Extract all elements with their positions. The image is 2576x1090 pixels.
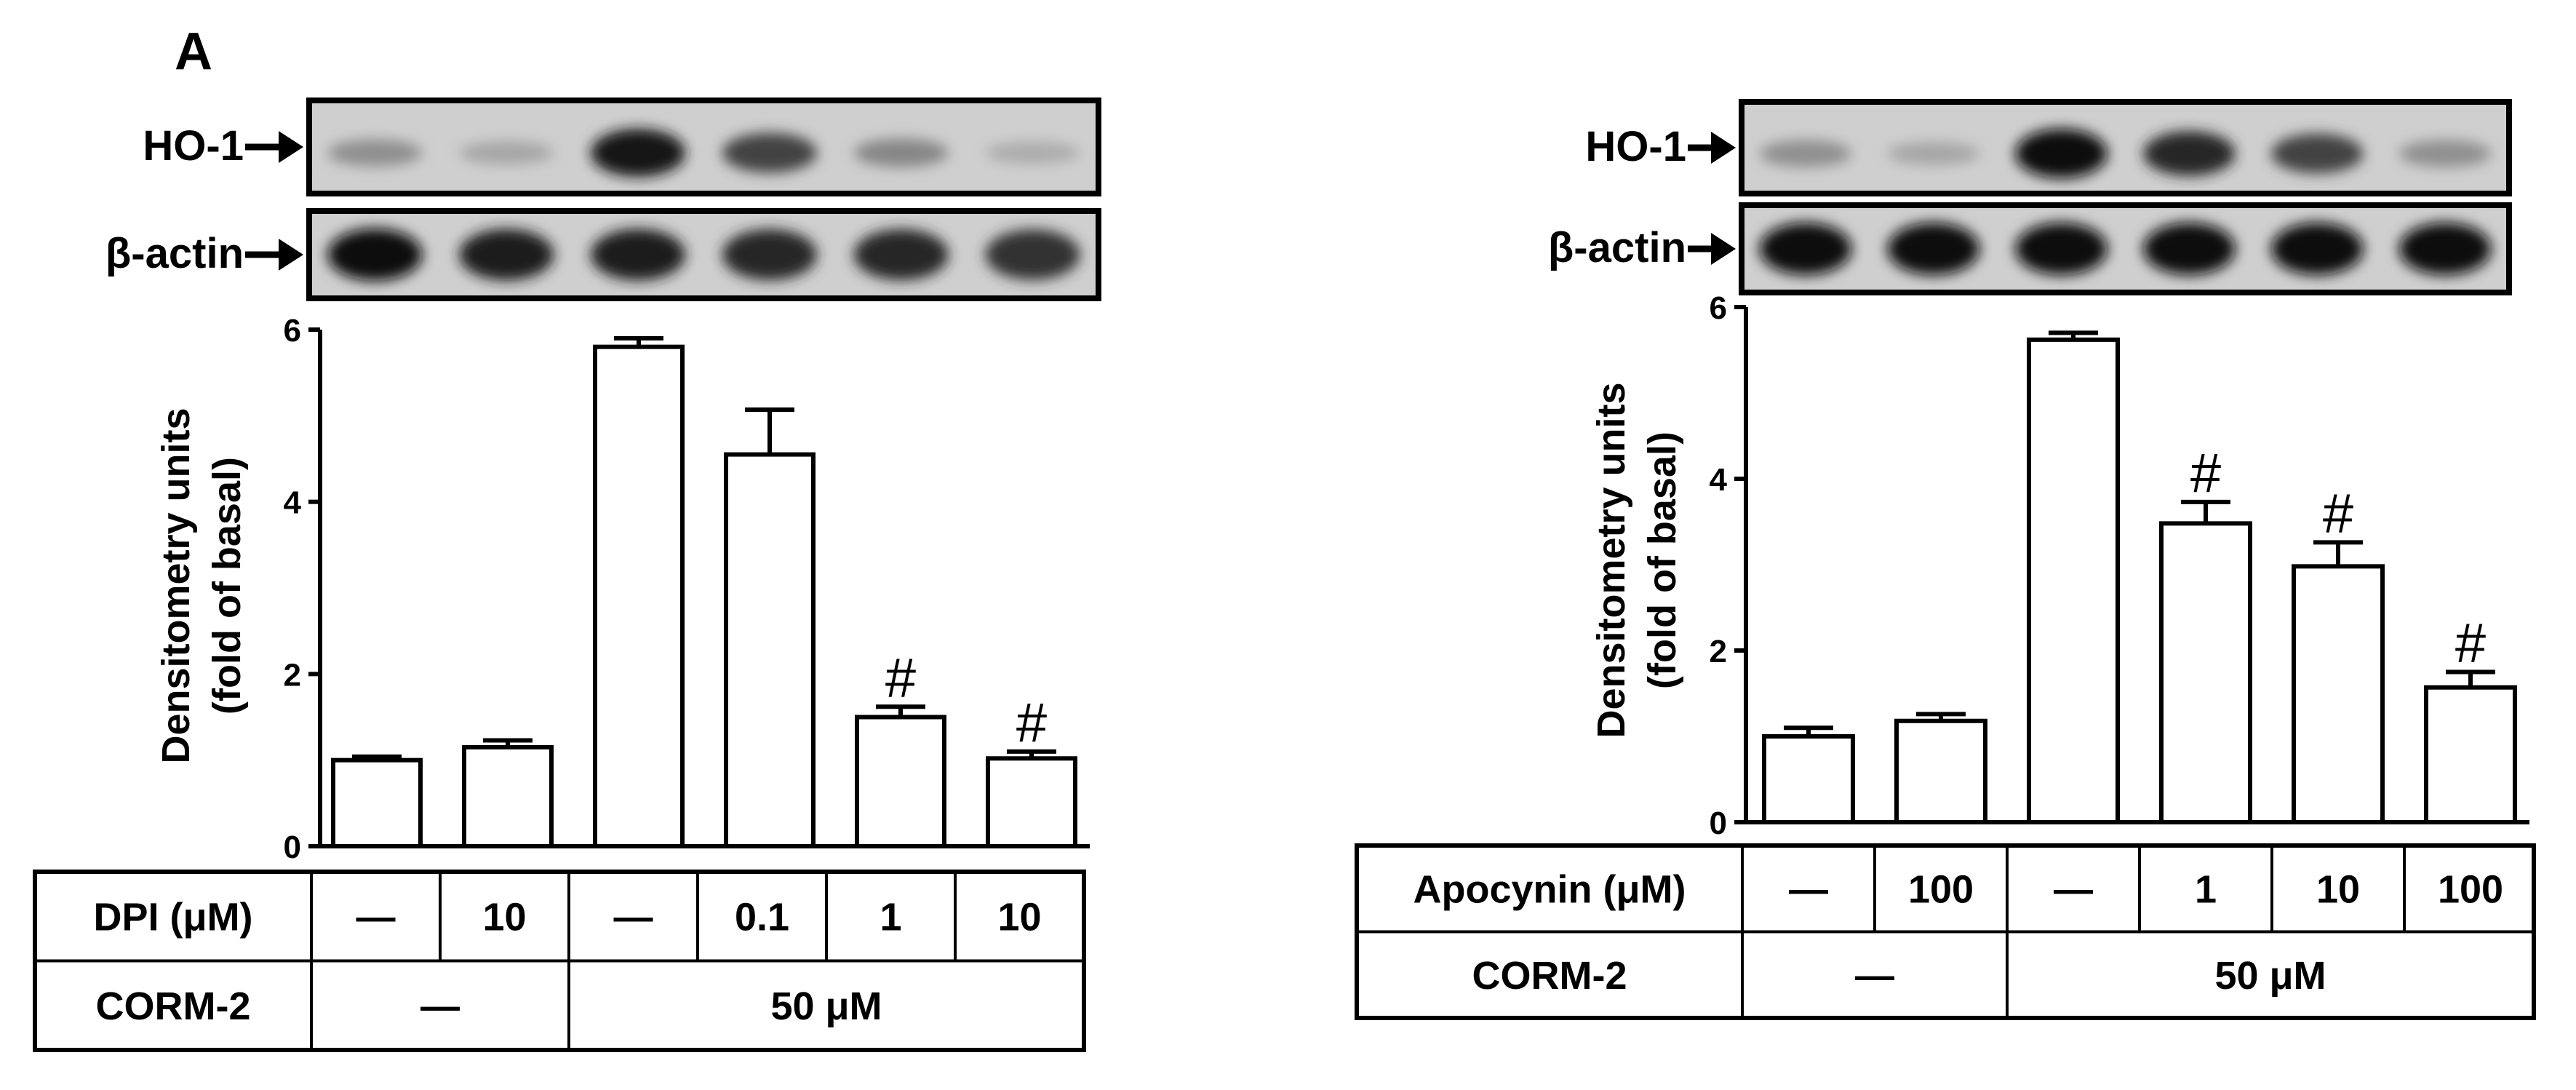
table-cell: 100: [1908, 867, 1974, 911]
actin-band: [459, 228, 554, 281]
ho1-blot-frame: [1739, 99, 2512, 196]
table-cell: —: [614, 895, 653, 939]
actin-band: [2398, 223, 2492, 275]
y-tick-label: 0: [1710, 805, 1727, 841]
table-row2-label: CORM-2: [1472, 954, 1627, 998]
ho1-band: [1759, 140, 1852, 167]
table-row2-label: CORM-2: [96, 984, 251, 1028]
bar: [1762, 734, 1855, 824]
table-cell: 1: [880, 895, 901, 939]
actin-blot-frame: [1739, 202, 2512, 295]
actin-band: [590, 228, 686, 281]
ho1-band: [985, 141, 1080, 164]
ho1-band: [2398, 140, 2492, 167]
y-tick-label: 6: [284, 313, 301, 349]
actin-band: [2270, 223, 2364, 275]
table-row1-label: DPI (μM): [93, 895, 252, 939]
arrowhead-icon: [279, 239, 303, 271]
ho1-band: [722, 132, 818, 173]
significance-mark: #: [885, 647, 916, 709]
table-cell: 50 μM: [770, 984, 882, 1028]
ho1-label: HO-1: [1585, 123, 1686, 170]
table-cell: —: [1789, 867, 1828, 911]
table-cell: —: [2054, 867, 2093, 911]
bar: [724, 452, 816, 848]
bar: [462, 744, 554, 848]
table-cell: 1: [2195, 867, 2217, 911]
bar: [2292, 564, 2385, 824]
bar: [986, 756, 1077, 849]
y-tick-label: 2: [284, 657, 301, 693]
table-cell: 100: [2438, 867, 2503, 911]
significance-mark: #: [2455, 613, 2486, 675]
y-tick-label: 2: [1710, 634, 1727, 669]
significance-mark: #: [2190, 442, 2221, 504]
actin-label: β-actin: [1548, 224, 1686, 271]
ho1-band: [853, 138, 949, 167]
arrowhead-icon: [1711, 132, 1736, 164]
bar: [2159, 521, 2252, 824]
significance-mark: #: [2323, 482, 2353, 544]
y-tick-label: 6: [1710, 290, 1727, 326]
arrowhead-icon: [279, 131, 303, 163]
actin-band: [327, 228, 423, 281]
table-cell: —: [420, 984, 460, 1028]
actin-band: [722, 228, 818, 281]
actin-band: [985, 229, 1080, 280]
actin-band: [853, 228, 949, 281]
ho1-band: [1887, 142, 1980, 165]
bar: [2424, 685, 2517, 824]
y-tick-label: 4: [1710, 462, 1728, 498]
table-cell: 0.1: [735, 895, 789, 939]
y-axis-label: Densitometry units: [1590, 382, 1633, 738]
table-cell: 50 μM: [2214, 954, 2326, 998]
actin-label: β-actin: [105, 230, 244, 277]
table-cell: 10: [997, 895, 1041, 939]
ho1-label: HO-1: [143, 122, 244, 170]
ho1-band: [459, 141, 554, 164]
arrowhead-icon: [1711, 233, 1736, 265]
table-row1-label: Apocynin (μM): [1413, 867, 1686, 911]
actin-band: [2015, 223, 2108, 275]
actin-band: [2143, 223, 2236, 275]
y-axis-label: (fold of basal): [205, 457, 249, 715]
panel-label: A: [175, 23, 212, 81]
y-axis-label: Densitometry units: [154, 407, 198, 763]
actin-band: [1759, 223, 1852, 275]
actin-blot-frame: [306, 208, 1101, 301]
table-cell: 10: [482, 895, 526, 939]
bar: [331, 757, 423, 848]
y-tick-label: 4: [284, 485, 302, 521]
ho1-band: [2143, 131, 2236, 176]
bar: [1894, 718, 1987, 825]
bar: [593, 344, 685, 848]
bar: [855, 715, 946, 848]
bar: [2027, 337, 2120, 824]
table-cell: —: [1855, 954, 1894, 998]
y-tick-label: 0: [284, 830, 301, 865]
significance-mark: #: [1016, 692, 1047, 754]
table-cell: —: [356, 895, 396, 939]
ho1-band: [327, 139, 423, 167]
ho1-blot-frame: [306, 98, 1101, 196]
y-axis-label: (fold of basal): [1640, 431, 1684, 689]
ho1-band: [590, 129, 686, 177]
ho1-band: [2015, 129, 2108, 178]
table-cell: 10: [2316, 867, 2360, 911]
ho1-band: [2270, 133, 2364, 174]
actin-band: [1887, 223, 1980, 275]
